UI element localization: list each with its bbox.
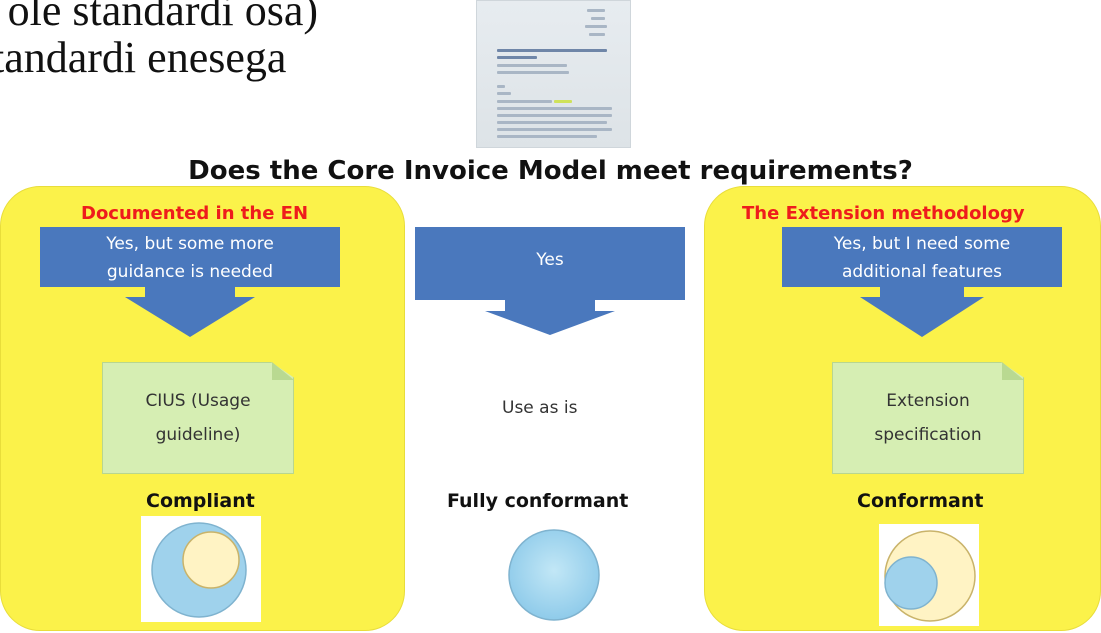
- extension-note-line-2: specification: [874, 425, 982, 445]
- fully-conformant-label: Fully conformant: [447, 490, 629, 512]
- center-down-arrow-callout: [415, 227, 685, 335]
- center-callout-text: Yes: [536, 250, 564, 270]
- right-callout-line-2: additional features: [841, 262, 1003, 282]
- left-down-arrow-callout: [40, 227, 340, 337]
- right-callout-text: Yes, but I need some additional features: [782, 230, 1062, 286]
- extension-note: Extension specification: [832, 362, 1024, 474]
- extension-note-line-1: Extension: [886, 391, 970, 411]
- slide-text-line-2: tandardi enesega: [0, 33, 287, 82]
- right-panel-title: The Extension methodology: [742, 203, 1025, 224]
- right-down-arrow-callout: [782, 227, 1062, 337]
- compliant-label: Compliant: [146, 490, 255, 512]
- diagram-question-heading: Does the Core Invoice Model meet require…: [188, 156, 913, 186]
- left-panel-title: Documented in the EN: [81, 203, 309, 224]
- standard-document-thumbnail: [476, 0, 631, 148]
- slide-text-line-1: r ole standardi osa): [0, 0, 318, 35]
- cius-note-line-1: CIUS (Usage: [145, 391, 251, 411]
- left-callout-line-2: guidance is needed: [106, 262, 274, 282]
- left-callout-text: Yes, but some more guidance is needed: [40, 230, 340, 286]
- compliant-venn-diagram: [141, 516, 261, 622]
- right-callout-line-1: Yes, but I need some: [833, 234, 1011, 254]
- fully-conformant-circle: [508, 529, 600, 621]
- use-as-is-text: Use as is: [502, 398, 578, 418]
- conformant-venn-diagram: [879, 524, 979, 626]
- cius-note-line-2: guideline): [155, 425, 241, 445]
- left-callout-line-1: Yes, but some more: [106, 234, 274, 254]
- conformant-label: Conformant: [857, 490, 984, 512]
- cius-note: CIUS (Usage guideline): [102, 362, 294, 474]
